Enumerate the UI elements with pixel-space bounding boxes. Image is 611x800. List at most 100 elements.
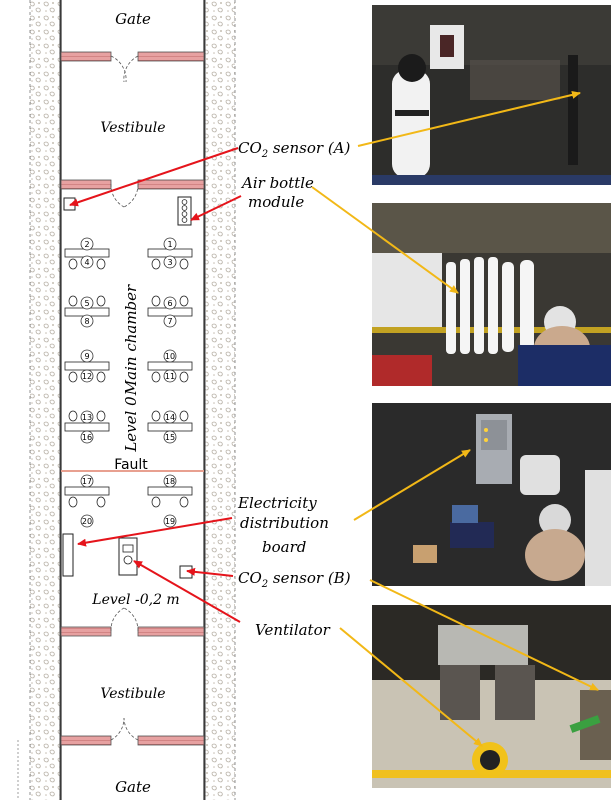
arrow-air-bottle	[190, 195, 242, 221]
table	[147, 486, 193, 496]
air-bottle-label-line2: module	[248, 193, 304, 211]
seat-number: 9	[84, 352, 89, 361]
partition-bottom-gate	[60, 717, 205, 746]
air-bottle-module-marker	[177, 196, 192, 226]
seat-number: 1	[167, 240, 172, 249]
seat-marker	[80, 255, 94, 269]
seat-marker	[80, 349, 94, 363]
arrow-electricity-board	[77, 517, 233, 547]
seat-number: 13	[82, 413, 92, 422]
seat-marker	[163, 314, 177, 328]
arrow-ventilator	[133, 560, 241, 623]
seat-marker	[80, 296, 94, 310]
chair-icon	[151, 496, 161, 508]
seat-marker	[80, 410, 94, 424]
right-rock-wall	[205, 0, 235, 800]
callout-labels: CO2 sensor (A) Air bottle module Electri…	[237, 139, 351, 639]
electricity-board-marker	[62, 533, 74, 577]
partition-upper	[60, 179, 205, 208]
seat-marker	[163, 296, 177, 310]
gate-bottom-label: Gate	[115, 778, 151, 796]
air-bottle-label-line1: Air bottle	[240, 174, 314, 192]
seat-number: 6	[167, 299, 172, 308]
chair-icon	[68, 258, 78, 270]
chair-icon	[151, 410, 161, 422]
table	[64, 422, 110, 432]
partition-top-gate	[60, 51, 205, 83]
vestibule-bottom-label: Vestibule	[100, 686, 165, 702]
electricity-label-line2: distribution	[240, 514, 329, 532]
ventilator-marker	[118, 537, 138, 576]
seat-marker	[80, 474, 94, 488]
chair-icon	[179, 410, 189, 422]
fault-label: Fault	[114, 457, 148, 473]
table	[64, 486, 110, 496]
seat-number: 8	[84, 317, 89, 326]
chair-icon	[96, 496, 106, 508]
table	[147, 422, 193, 432]
arrow-photo-co2-b	[369, 579, 599, 691]
chair-icon	[68, 496, 78, 508]
photo-electricity-board	[372, 403, 611, 586]
arrow-co2-sensor-b	[186, 567, 234, 577]
chair-icon	[96, 410, 106, 422]
chair-icon	[151, 295, 161, 307]
seat-marker	[163, 237, 177, 251]
seat-marker	[163, 474, 177, 488]
co2-sensor-b-label: CO2 sensor (B)	[238, 569, 351, 590]
chair-icon	[179, 258, 189, 270]
chair-icon	[96, 371, 106, 383]
table	[64, 361, 110, 371]
level-minus-label: Level -0,2 m	[91, 592, 179, 608]
seat-number: 14	[165, 413, 175, 422]
seat-number: 12	[82, 372, 92, 381]
arrow-photo-ventilator	[339, 627, 483, 747]
chair-icon	[179, 371, 189, 383]
seat-marker	[163, 369, 177, 383]
chair-icon	[68, 410, 78, 422]
seat-marker	[80, 314, 94, 328]
seat-number: 4	[84, 258, 89, 267]
seat-marker	[80, 514, 94, 528]
seat-number: 3	[167, 258, 172, 267]
chair-icon	[179, 295, 189, 307]
chair-icon	[151, 258, 161, 270]
seat-marker	[163, 430, 177, 444]
arrow-co2-sensor-a	[69, 147, 239, 207]
chair-icon	[68, 295, 78, 307]
photo-co2-sensor	[372, 5, 611, 185]
seat-number: 10	[165, 352, 175, 361]
seat-number: 11	[165, 372, 175, 381]
chair-icon	[96, 258, 106, 270]
seat-number: 19	[165, 517, 175, 526]
seat-number: 5	[84, 299, 89, 308]
seat-marker	[80, 369, 94, 383]
level-0-label: Level 0	[122, 396, 140, 453]
photo-ventilator	[372, 600, 611, 788]
left-rock-wall	[30, 0, 60, 800]
electricity-label-line1: Electricity	[237, 494, 317, 512]
electricity-label-line3: board	[262, 538, 306, 556]
gate-top-label: Gate	[115, 10, 151, 28]
seat-number: 18	[165, 477, 175, 486]
seat-number: 16	[82, 433, 92, 442]
seat-marker	[163, 410, 177, 424]
arrow-photo-co2-a	[357, 90, 581, 147]
seat-marker	[80, 430, 94, 444]
seat-number: 2	[84, 240, 89, 249]
seat-marker	[163, 514, 177, 528]
photo-air-bottles	[372, 203, 611, 386]
seat-marker	[163, 255, 177, 269]
arrow-photo-air-bottles	[311, 186, 459, 294]
partition-lower	[60, 607, 205, 637]
vestibule-top-label: Vestibule	[100, 120, 165, 136]
seat-number: 7	[167, 317, 172, 326]
seat-marker	[163, 349, 177, 363]
callout-arrows	[69, 90, 599, 747]
chair-icon	[179, 496, 189, 508]
table	[147, 361, 193, 371]
co2-sensor-a-label: CO2 sensor (A)	[238, 139, 351, 160]
seat-number: 17	[82, 477, 92, 486]
